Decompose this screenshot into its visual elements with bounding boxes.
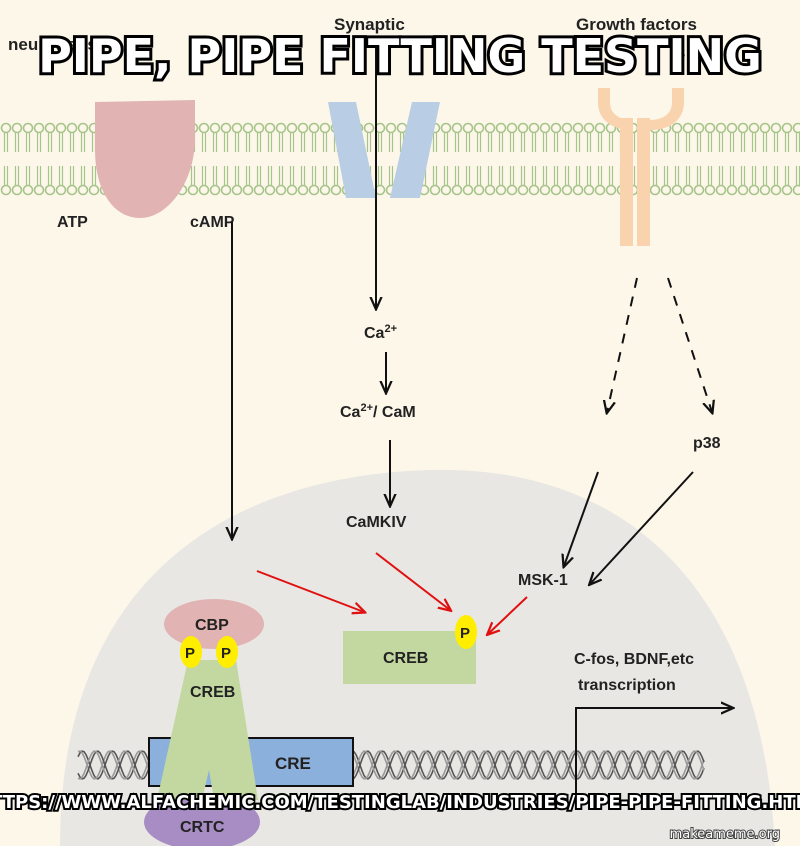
label-crtc: CRTC xyxy=(180,819,225,836)
label-p38: p38 xyxy=(693,435,721,452)
transcription-start-arrow xyxy=(575,708,732,800)
arrow-red-camp-creb xyxy=(256,570,364,612)
arrow-p38-msk1 xyxy=(590,471,694,584)
arrow-dashed-left xyxy=(607,277,638,412)
label-synaptic: Synaptic xyxy=(334,15,405,34)
label-camp: cAMP xyxy=(190,214,235,231)
label-p-right: P xyxy=(221,645,231,662)
arrow-red-camkiv-p xyxy=(375,552,450,610)
phospho-badge xyxy=(455,615,477,649)
label-p-left: P xyxy=(185,645,195,662)
channel-right xyxy=(390,102,440,198)
meme-bottom-caption: HTTPS://WWW.ALFACHEMIC.COM/TESTINGLAB/IN… xyxy=(0,792,800,813)
meme-top-caption: PIPE, PIPE FITTING TESTING xyxy=(38,29,762,83)
label-p-free: P xyxy=(460,625,470,642)
label-creb: CREB xyxy=(383,650,428,667)
watermark: makeameme.org xyxy=(670,827,780,842)
creb-dimer xyxy=(157,660,258,800)
phospho-badge-left xyxy=(180,636,202,668)
label-growth-factors-2: s xyxy=(676,43,685,62)
label-camkiv: CaMKIV xyxy=(346,514,407,531)
label-neurotransmitters: neurotrans xyxy=(8,35,97,54)
phospho-badge-right xyxy=(216,636,238,668)
creb-box xyxy=(343,631,476,684)
label-transcription: transcription xyxy=(578,677,676,694)
label-cbp: CBP xyxy=(195,617,229,634)
label-growth-factors: Growth factors xyxy=(576,15,697,34)
arrow-to-msk1-left xyxy=(564,471,599,566)
label-creb-dimer: CREB xyxy=(190,684,235,701)
label-msk1: MSK-1 xyxy=(518,572,568,589)
arrow-red-msk1-p xyxy=(488,596,528,634)
label-atp: ATP xyxy=(57,214,88,231)
arrow-dashed-right xyxy=(667,277,712,412)
label-ca-cam: Ca2+/ CaM xyxy=(340,402,416,421)
label-cre: CRE xyxy=(275,754,311,773)
adenylyl-cyclase xyxy=(95,100,195,218)
label-ca: Ca2+ xyxy=(364,323,397,342)
label-transcription-genes: C-fos, BDNF,etc xyxy=(574,651,694,668)
crtc-shape xyxy=(144,794,260,846)
growth-factor-receptor xyxy=(598,88,684,246)
channel-left xyxy=(328,102,376,198)
